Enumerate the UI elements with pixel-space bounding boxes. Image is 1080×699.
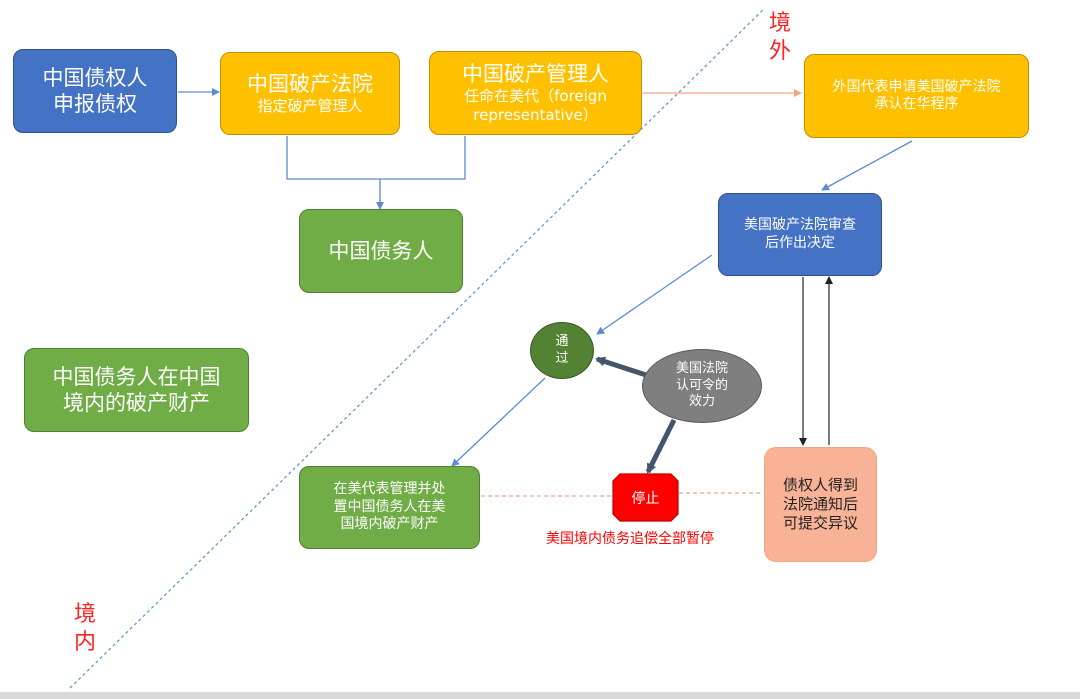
- node-cn-bankruptcy-court: 中国破产法院 指定破产管理人: [220, 52, 400, 135]
- zone-outside-label: 境 外: [769, 10, 791, 66]
- node-text-line: 国境内破产财产: [340, 516, 439, 533]
- node-cn-debtor: 中国债务人: [299, 209, 463, 293]
- zone-inside-char-2: 内: [74, 630, 97, 655]
- node-cn-creditor: 中国债权人 申报债权: [13, 49, 177, 133]
- stop-octagon: [612, 473, 679, 522]
- arrow-foreign-rep-to-us-court: [821, 140, 913, 191]
- node-text-line: 中国债务人: [328, 238, 434, 263]
- node-creditor-objection: 债权人得到 法院通知后 可提交异议: [764, 447, 877, 562]
- node-us-rep-manage-assets: 在美代表管理并处 置中国债务人在美 国境内破产财产: [299, 466, 480, 549]
- arrow-effect-to-stop: [645, 418, 677, 474]
- node-text-line: 任命在美代（foreign: [464, 87, 607, 106]
- zone-outside-char-1: 境: [769, 11, 792, 36]
- node-text-line: 后作出决定: [765, 234, 835, 251]
- arrow-effect-to-pass: [595, 356, 647, 378]
- node-cn-bankruptcy-administrator: 中国破产管理人 任命在美代（foreign representative）: [429, 51, 642, 135]
- node-text-line: 指定破产管理人: [257, 97, 363, 116]
- stop-label: 停止: [631, 490, 660, 507]
- node-text-line: 外国代表申请美国破产法院: [832, 78, 1001, 95]
- border-divider-line: [69, 7, 766, 689]
- node-text-line: 中国债权人: [42, 65, 148, 90]
- node-text-line: 过: [555, 350, 569, 366]
- node-text-line: 承认在华程序: [874, 96, 959, 112]
- node-text-line: 美国法院: [675, 360, 728, 376]
- node-text-line: 中国债务人在中国: [52, 364, 221, 389]
- node-foreign-representative: 外国代表申请美国破产法院 承认在华程序: [804, 54, 1029, 138]
- node-text-line: 境内的破产财产: [63, 391, 210, 415]
- node-text-line: 法院通知后: [782, 495, 858, 514]
- node-text-line: 效力: [688, 394, 715, 410]
- node-us-bankruptcy-court: 美国破产法院审查 后作出决定: [718, 193, 882, 276]
- node-text-line: 中国破产法院: [247, 72, 373, 96]
- zone-outside-char-2: 外: [769, 39, 792, 64]
- node-us-recognition-effect: 美国法院 认可令的 效力: [642, 349, 762, 423]
- zone-inside-label: 境 内: [74, 601, 96, 657]
- bottom-bar: [0, 692, 1080, 699]
- zone-inside-char-1: 境: [74, 602, 97, 627]
- node-text-line: 可提交异议: [782, 513, 858, 532]
- node-text-line: representative）: [473, 106, 598, 125]
- node-text-line: 认可令的: [675, 377, 728, 393]
- node-cn-assets-domestic: 中国债务人在中国 境内的破产财产: [24, 348, 249, 432]
- node-text-line: 置中国债务人在美: [333, 498, 446, 515]
- connector-court-admin-to-debtor: [286, 136, 466, 180]
- stop-caption: 美国境内债务追偿全部暂停: [546, 531, 714, 547]
- node-pass: 通 过: [530, 322, 594, 379]
- node-text-line: 美国破产法院审查: [744, 217, 856, 233]
- node-text-line: 债权人得到: [782, 476, 858, 495]
- node-text-line: 中国破产管理人: [462, 62, 609, 87]
- node-text-line: 申报债权: [53, 92, 137, 116]
- node-text-line: 通: [555, 333, 569, 349]
- arrow-us-court-to-pass: [596, 254, 713, 335]
- node-text-line: 在美代表管理并处: [333, 481, 446, 498]
- arrow-pass-to-us-manage: [451, 377, 546, 467]
